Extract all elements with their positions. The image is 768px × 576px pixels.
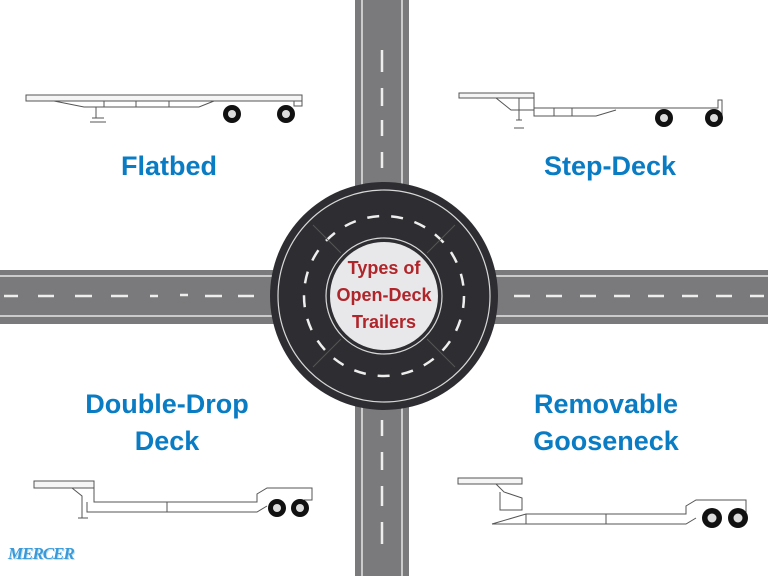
center-title: Types of Open-Deck Trailers (314, 255, 454, 336)
removable-gooseneck-label-line1: Removable (533, 389, 679, 419)
step-deck-trailer-illustration (458, 92, 723, 129)
flatbed-label: Flatbed (94, 148, 244, 185)
center-title-line1: Types of (347, 258, 421, 278)
center-title-line3: Trailers (351, 312, 417, 332)
removable-gooseneck-trailer-illustration (457, 477, 748, 528)
step-deck-label-text: Step-Deck (543, 151, 677, 181)
flatbed-trailer-illustration (25, 94, 303, 123)
flatbed-label-text: Flatbed (120, 151, 217, 181)
double-drop-label-line2: Deck (134, 426, 200, 456)
center-title-line2: Open-Deck (336, 285, 432, 305)
removable-gooseneck-label-line2: Gooseneck (533, 426, 679, 456)
double-drop-label-line1: Double-Drop (85, 389, 249, 419)
mercer-logo: MERCER (8, 544, 75, 563)
roundabout (270, 182, 498, 410)
double-drop-trailer-illustration (33, 480, 313, 519)
removable-gooseneck-label: Removable Gooseneck (506, 386, 706, 460)
step-deck-label: Step-Deck (520, 148, 700, 185)
double-drop-label: Double-Drop Deck (62, 386, 272, 460)
